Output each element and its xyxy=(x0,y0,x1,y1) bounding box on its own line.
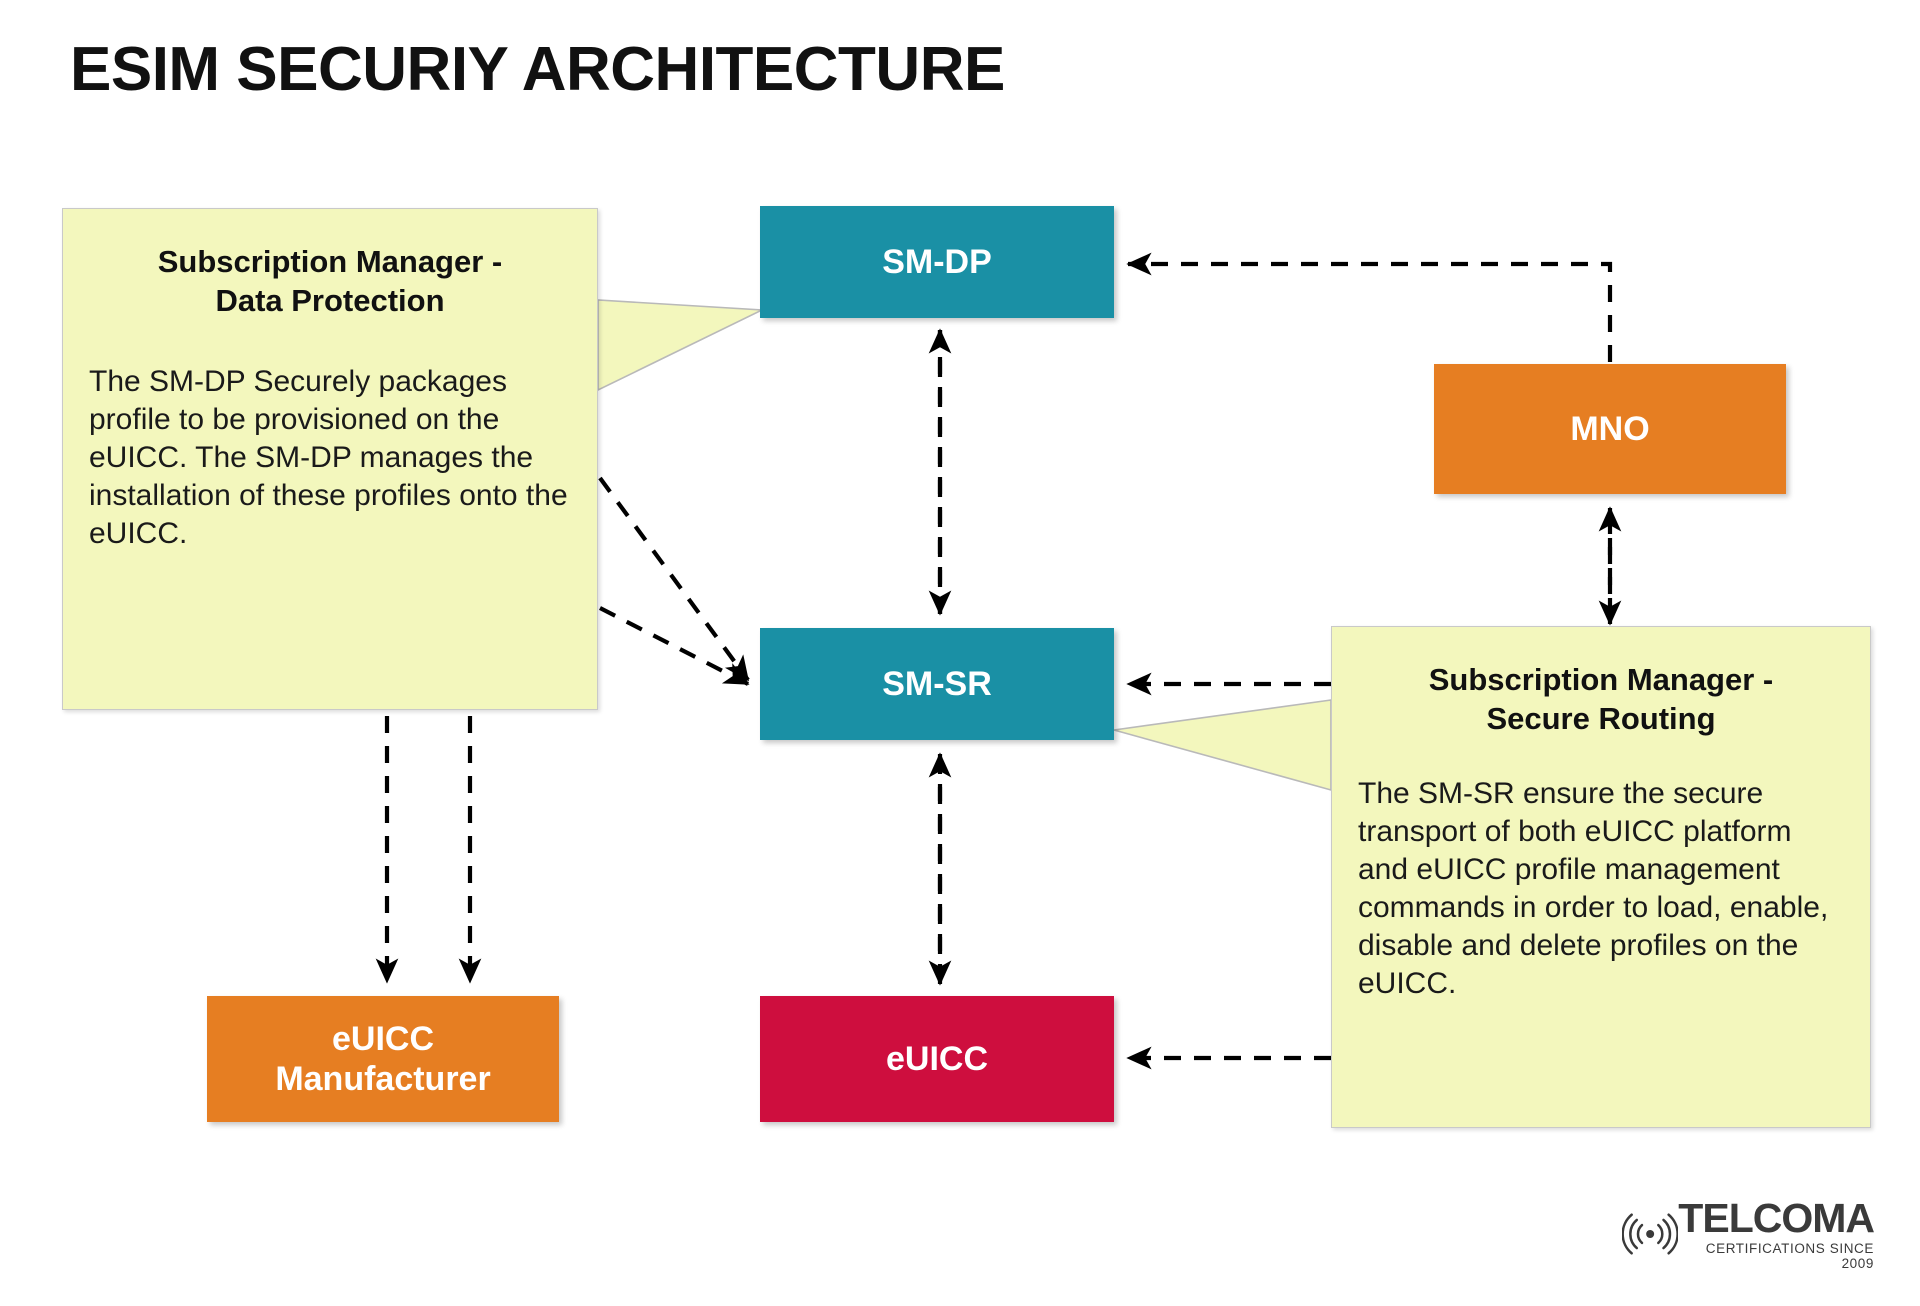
callout-note-sm-sr-body: The SM-SR ensure the secure transport of… xyxy=(1358,776,1829,1000)
telcoma-logo: TELCOMA CERTIFICATIONS SINCE 2009 xyxy=(1622,1194,1875,1272)
arrow-note-left-to-smsr-a xyxy=(598,476,750,682)
callout-note-sm-dp: Subscription Manager - Data Protection T… xyxy=(62,208,598,710)
node-mno-label: MNO xyxy=(1570,409,1650,448)
callout-note-sm-sr: Subscription Manager - Secure Routing Th… xyxy=(1331,626,1871,1128)
callout-note-sm-dp-body: The SM-DP Securely packages profile to b… xyxy=(89,364,568,550)
arrow-mno-to-smdp xyxy=(1126,252,1613,362)
node-euicc[interactable]: eUICC xyxy=(760,996,1114,1122)
node-sm-sr[interactable]: SM-SR xyxy=(760,628,1114,740)
callout-note-sm-sr-title: Subscription Manager - Secure Routing xyxy=(1428,662,1774,736)
node-euicc-label: eUICC xyxy=(885,1039,989,1078)
node-mno[interactable]: MNO xyxy=(1434,364,1786,494)
wifi-signal-icon xyxy=(1622,1213,1679,1255)
node-sm-dp[interactable]: SM-DP xyxy=(760,206,1114,318)
arrow-note-left-to-smsr-b xyxy=(599,606,750,686)
node-euicc-manufacturer[interactable]: eUICC Manufacturer xyxy=(207,996,559,1122)
node-euicc-manufacturer-label: eUICC Manufacturer xyxy=(275,1019,491,1098)
telcoma-wordmark: TELCOMA xyxy=(1678,1194,1875,1241)
callout-tail-left xyxy=(597,299,766,392)
node-sm-sr-label: SM-SR xyxy=(882,664,992,703)
callout-note-sm-dp-title: Subscription Manager - Data Protection xyxy=(157,244,503,318)
callout-tail-right xyxy=(1113,699,1332,792)
page-title: ESIM SECURIY ARCHITECTURE xyxy=(70,35,1005,104)
telcoma-tagline: CERTIFICATIONS SINCE 2009 xyxy=(1705,1240,1874,1271)
node-sm-dp-label: SM-DP xyxy=(882,242,992,281)
